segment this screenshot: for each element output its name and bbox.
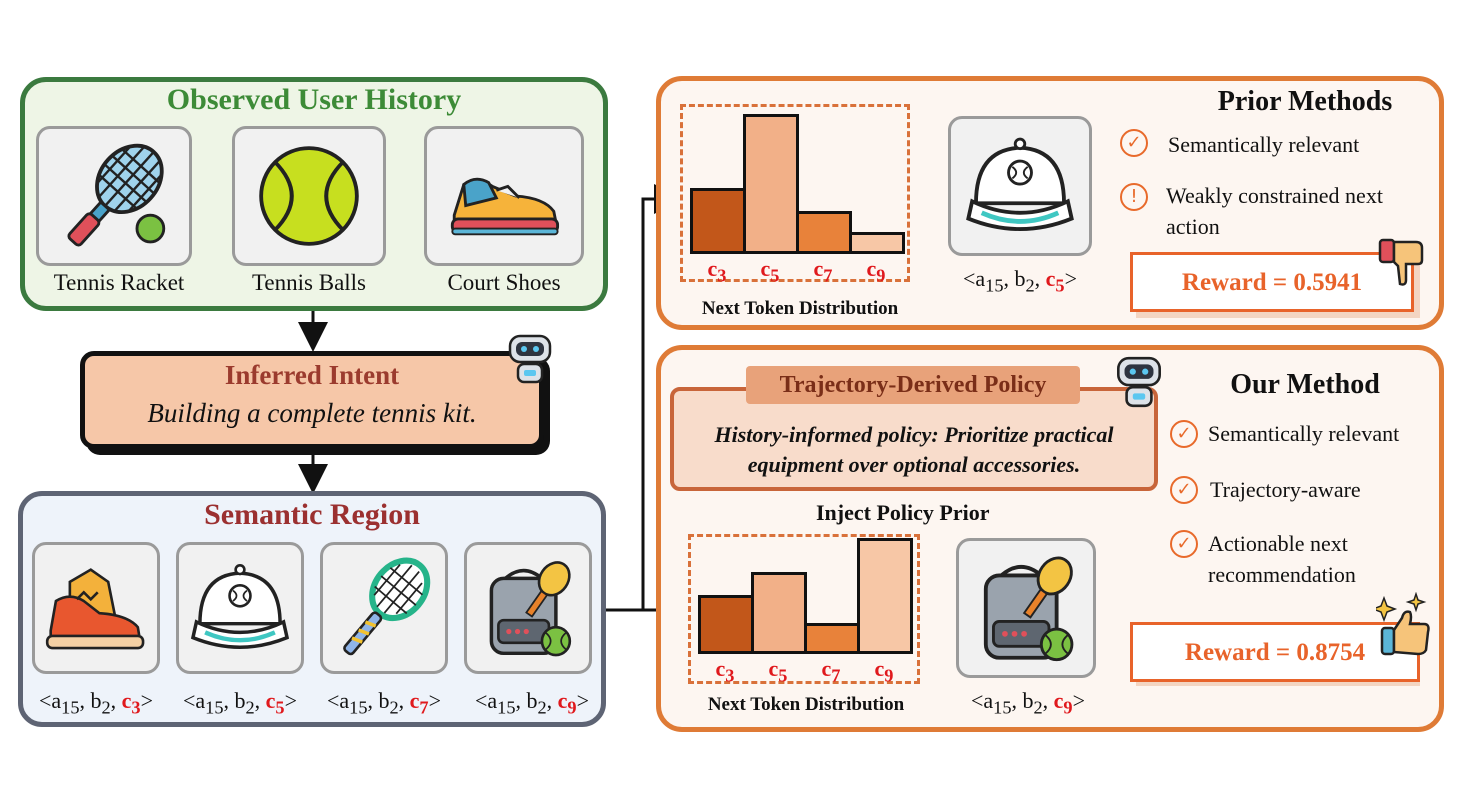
intent-text: Building a complete tennis kit. xyxy=(147,398,477,428)
intent-title: Inferred Intent xyxy=(224,360,400,390)
prior-reward: Reward = 0.5941 xyxy=(1130,252,1414,312)
history-item-label: Court Shoes xyxy=(447,270,561,295)
ours-bar-c9 xyxy=(857,538,913,654)
ours-bar-c5 xyxy=(751,572,807,654)
intent-box xyxy=(80,351,544,449)
prior-distribution-frame xyxy=(680,104,910,282)
ours-bar-chart xyxy=(698,538,913,654)
prior-check-text: Semantically relevant xyxy=(1168,132,1360,157)
semantic-item-sneakers xyxy=(32,542,160,674)
semantic-code-2: <a15, b2, c5> xyxy=(182,688,298,718)
prior-bar-label: c9 xyxy=(866,256,886,286)
prior-bar-c5 xyxy=(743,114,799,254)
thumbs-up-sparkle-icon xyxy=(1376,592,1430,656)
inject-policy-label: Inject Policy Prior xyxy=(816,500,990,525)
ours-check-text: Actionable next recommendation xyxy=(1208,531,1356,587)
robot-icon xyxy=(1117,356,1161,408)
ours-dist-label: Next Token Distribution xyxy=(707,694,905,715)
history-item-label: Tennis Racket xyxy=(53,270,185,295)
ours-bar-label: c9 xyxy=(874,656,894,686)
policy-box xyxy=(670,387,1158,491)
cap-icon xyxy=(179,545,301,671)
history-item-tennis-racket xyxy=(36,126,192,266)
prior-bar-c3 xyxy=(690,188,746,254)
check-icon: ✓ xyxy=(1170,530,1198,558)
prior-output-code: <a15, b2, c5> xyxy=(962,266,1078,296)
check-icon: ✓ xyxy=(1170,476,1198,504)
policy-title: Trajectory-Derived Policy xyxy=(746,366,1080,404)
prior-title: Prior Methods xyxy=(1217,86,1393,117)
ours-check-text: Semantically relevant xyxy=(1208,421,1400,446)
semantic-item-racket xyxy=(320,542,448,674)
prior-output-item xyxy=(948,116,1092,256)
prior-bar-chart xyxy=(690,114,905,254)
check-icon: ✓ xyxy=(1120,129,1148,157)
prior-bar-label: c7 xyxy=(813,256,833,286)
cap-icon xyxy=(951,119,1089,253)
ours-check-text: Trajectory-aware xyxy=(1210,477,1361,502)
semantic-code-1: <a15, b2, c3> xyxy=(38,688,154,718)
history-item-tennis-balls xyxy=(232,126,386,266)
prior-bar-labels: c3 c5 c7 c9 xyxy=(690,256,902,286)
prior-bar-label: c3 xyxy=(707,256,727,286)
racket-icon xyxy=(323,545,445,671)
prior-dist-label: Next Token Distribution xyxy=(701,298,899,319)
prior-bar-c9 xyxy=(849,232,905,254)
history-item-court-shoes xyxy=(424,126,584,266)
history-item-label: Tennis Balls xyxy=(251,270,367,295)
ours-output-code: <a15, b2, c9> xyxy=(970,688,1086,718)
prior-bar-c7 xyxy=(796,211,852,254)
prior-bar-label: c5 xyxy=(760,256,780,286)
sneakers-icon xyxy=(35,545,157,671)
ours-bar-label: c3 xyxy=(715,656,735,686)
semantic-item-tennis-bag xyxy=(464,542,592,674)
check-icon: ✓ xyxy=(1170,420,1198,448)
ours-bar-labels: c3 c5 c7 c9 xyxy=(698,656,910,686)
ours-output-item xyxy=(956,538,1096,678)
ours-bar-label: c5 xyxy=(768,656,788,686)
court-shoe-icon xyxy=(427,129,581,263)
ours-bar-label: c7 xyxy=(821,656,841,686)
ours-distribution-frame xyxy=(688,534,920,684)
thumbs-down-icon xyxy=(1378,238,1424,286)
semantic-code-4: <a15, b2, c9> xyxy=(474,688,590,718)
tennis-racket-icon xyxy=(39,129,189,263)
warning-icon: ! xyxy=(1120,183,1148,211)
tennis-ball-icon xyxy=(235,129,383,263)
robot-icon xyxy=(508,334,552,384)
semantic-item-cap xyxy=(176,542,304,674)
tennis-bag-icon xyxy=(467,545,589,671)
history-title: Observed User History xyxy=(166,83,462,116)
prior-check-text: Weakly constrained next action xyxy=(1166,183,1383,239)
policy-text: History-informed policy: Prioritize prac… xyxy=(714,422,1114,477)
tennis-bag-icon xyxy=(959,541,1093,675)
ours-bar-c3 xyxy=(698,595,754,654)
ours-reward: Reward = 0.8754 xyxy=(1130,622,1420,682)
semantic-code-3: <a15, b2, c7> xyxy=(326,688,442,718)
semantic-title: Semantic Region xyxy=(204,498,420,531)
ours-title: Our Method xyxy=(1230,369,1380,400)
ours-bar-c7 xyxy=(804,623,860,654)
